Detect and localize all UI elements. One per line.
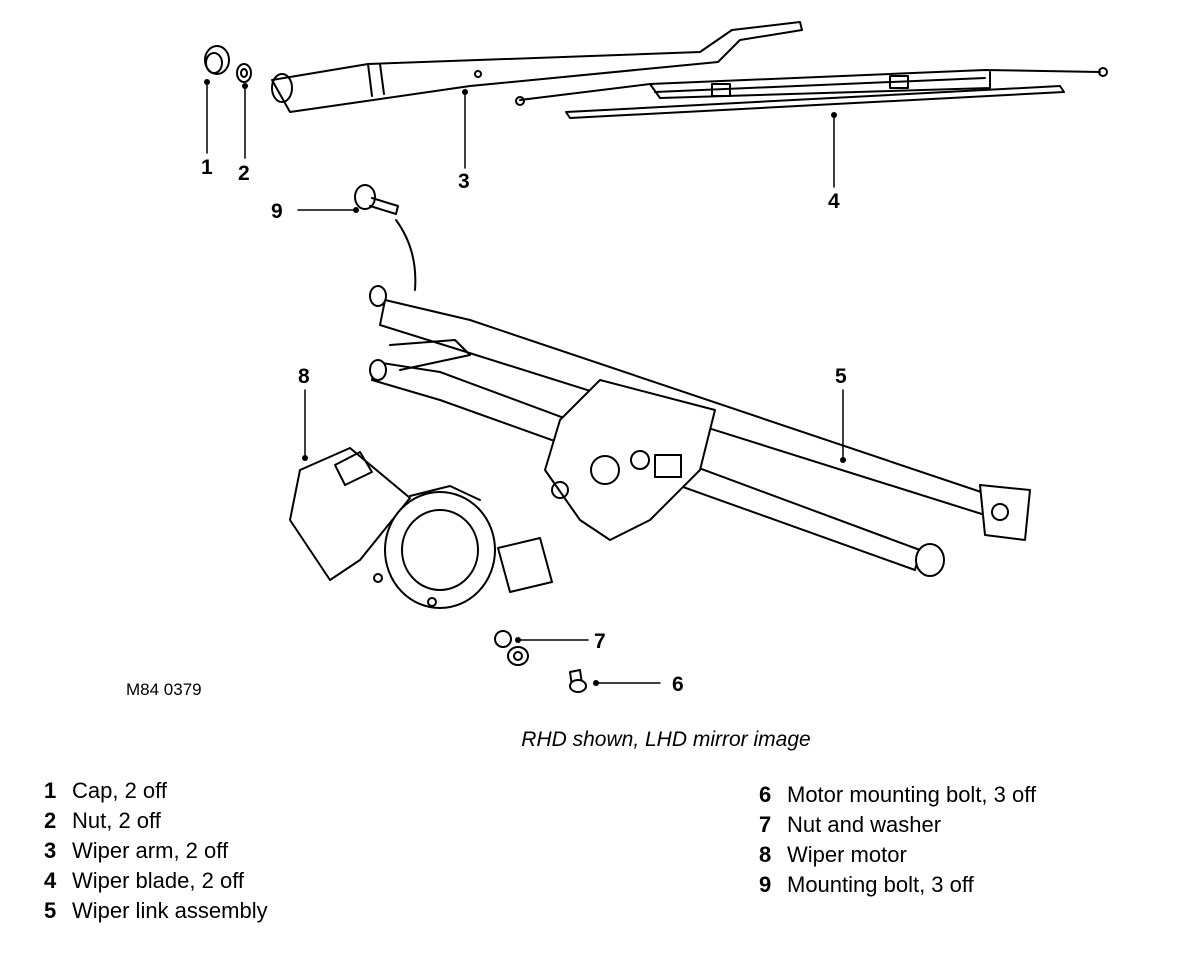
legend-number: 2 xyxy=(44,808,57,833)
nut-part xyxy=(236,63,252,83)
callout-1: 1 xyxy=(201,156,213,179)
figure-caption: RHD shown, LHD mirror image xyxy=(521,728,811,751)
legend-label: Wiper link assembly xyxy=(72,898,268,923)
mounting-bolt-part xyxy=(354,184,417,291)
nut-washer-part xyxy=(494,630,529,666)
legend-right: 6 Motor mounting bolt, 3 off 7 Nut and was… xyxy=(759,782,1036,902)
leader-lines xyxy=(206,81,844,684)
cap-part xyxy=(204,45,230,75)
motor-mounting-bolt-part xyxy=(569,669,587,693)
legend-item: 5 Wiper link assembly xyxy=(44,898,268,928)
callout-9: 9 xyxy=(271,200,283,223)
legend-item: 7 Nut and washer xyxy=(759,812,1036,842)
callout-4: 4 xyxy=(828,190,840,213)
wiper-blade-part xyxy=(515,67,1108,119)
legend-label: Wiper blade, 2 off xyxy=(72,868,245,893)
legend-label: Cap, 2 off xyxy=(72,778,167,803)
legend-number: 6 xyxy=(759,782,772,807)
legend-label: Mounting bolt, 3 off xyxy=(787,872,974,897)
legend-item: 2 Nut, 2 off xyxy=(44,808,268,838)
legend-number: 5 xyxy=(44,898,57,923)
figure-reference: M84 0379 xyxy=(126,680,202,699)
legend-item: 4 Wiper blade, 2 off xyxy=(44,868,268,898)
legend-item: 1 Cap, 2 off xyxy=(44,778,268,808)
wiper-arm-part xyxy=(271,21,803,113)
legend-label: Nut, 2 off xyxy=(72,808,161,833)
legend-item: 6 Motor mounting bolt, 3 off xyxy=(759,782,1036,812)
legend-number: 1 xyxy=(44,778,57,803)
legend-item: 3 Wiper arm, 2 off xyxy=(44,838,268,868)
legend-number: 3 xyxy=(44,838,57,863)
legend-item: 9 Mounting bolt, 3 off xyxy=(759,872,1036,902)
wiper-link-part xyxy=(369,285,1031,577)
legend-number: 4 xyxy=(44,868,57,893)
callout-5: 5 xyxy=(835,365,847,388)
legend-number: 7 xyxy=(759,812,772,837)
legend-label: Wiper arm, 2 off xyxy=(72,838,229,863)
legend-label: Motor mounting bolt, 3 off xyxy=(787,782,1037,807)
legend-left: 1 Cap, 2 off 2 Nut, 2 off 3 Wiper arm, 2 of… xyxy=(44,778,268,928)
callout-2: 2 xyxy=(238,162,250,185)
wiper-motor-part xyxy=(289,447,553,609)
legend-number: 8 xyxy=(759,842,772,867)
legend-item: 8 Wiper motor xyxy=(759,842,1036,872)
callout-8: 8 xyxy=(298,365,310,388)
callout-3: 3 xyxy=(458,170,470,193)
legend-label: Wiper motor xyxy=(787,842,907,867)
callout-6: 6 xyxy=(672,673,684,696)
leader-dots xyxy=(204,79,846,686)
legend-label: Nut and washer xyxy=(787,812,942,837)
callout-7: 7 xyxy=(594,630,606,653)
legend-number: 9 xyxy=(759,872,772,897)
